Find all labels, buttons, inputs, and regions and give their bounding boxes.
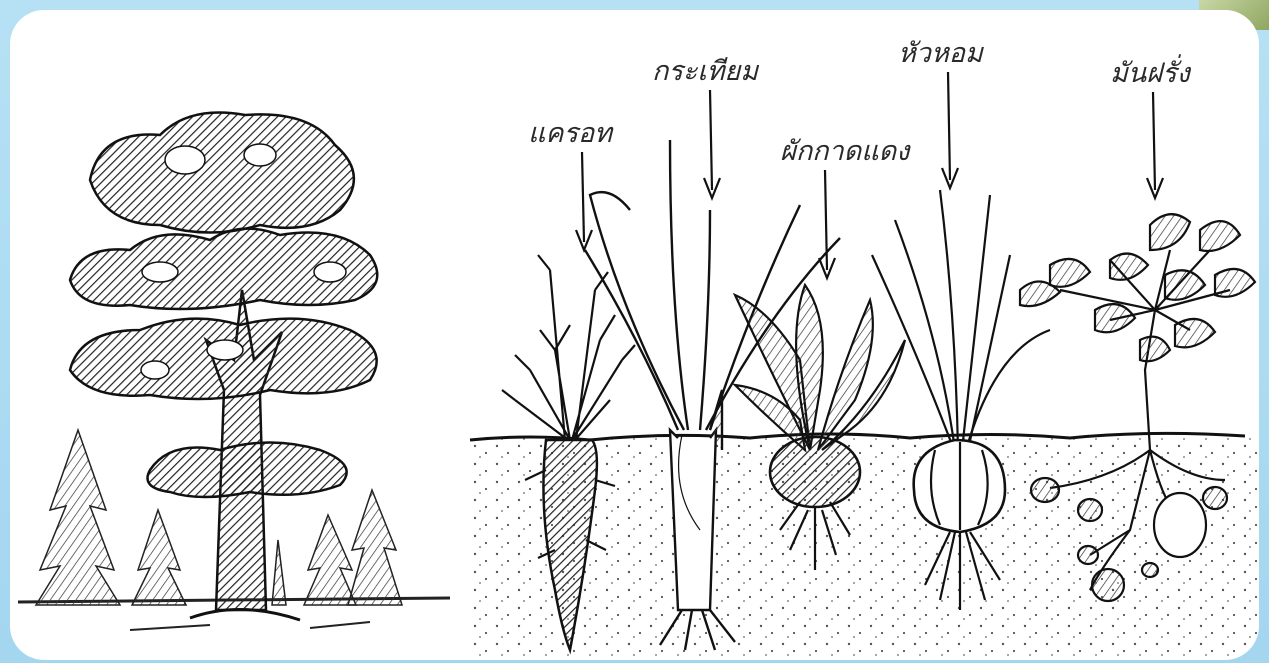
diagram-panel: แครอท กระเทียม ผักกาดแดง หัวหอม มันฝรั่ง (10, 10, 1259, 660)
label-potato-text: มันฝรั่ง (1110, 54, 1192, 89)
label-garlic: กระเทียม (652, 56, 759, 198)
label-carrot: แครอท (528, 118, 614, 250)
label-beet-text: ผักกาดแดง (780, 136, 911, 167)
label-garlic-text: กระเทียม (652, 56, 759, 87)
label-potato: มันฝรั่ง (1110, 54, 1192, 198)
label-onion-text: หัวหอม (898, 38, 984, 69)
label-carrot-text: แครอท (528, 118, 614, 149)
plant-root-diagram: แครอท กระเทียม ผักกาดแดง หัวหอม มันฝรั่ง (10, 10, 1259, 660)
label-onion: หัวหอม (898, 38, 984, 188)
tree-illustration (18, 113, 450, 631)
